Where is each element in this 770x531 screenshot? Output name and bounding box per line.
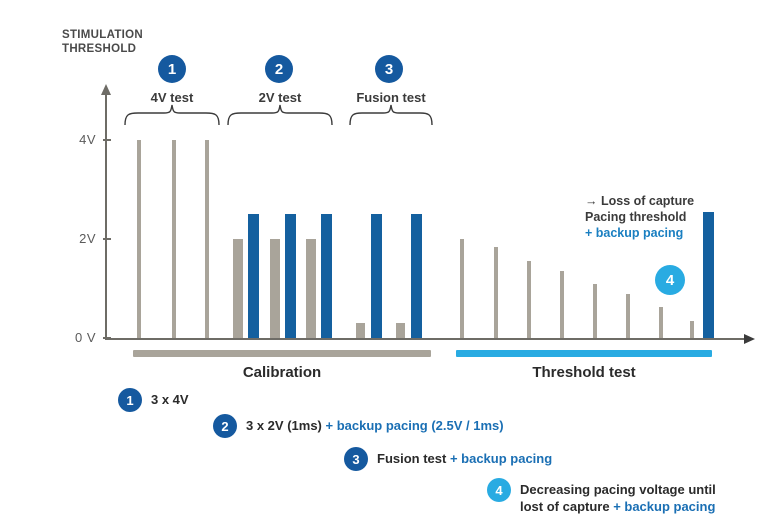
axis-title: STIMULATION THRESHOLD bbox=[62, 29, 144, 55]
legend-2-blue: + backup pacing (2.5V / 1ms) bbox=[325, 418, 504, 433]
y-axis-tick bbox=[103, 337, 111, 339]
brace-4v-test bbox=[124, 104, 220, 126]
badge-legend-4: 4 bbox=[487, 478, 511, 502]
chart-bar bbox=[593, 283, 597, 338]
y-axis-line bbox=[105, 95, 107, 340]
chart-bar bbox=[703, 211, 714, 338]
chart-bar bbox=[460, 239, 464, 338]
annotation-loss-of-capture: → Loss of capture Pacing threshold + bac… bbox=[585, 193, 694, 241]
chart-bar bbox=[306, 239, 316, 338]
brace-fusion-test bbox=[349, 104, 433, 126]
x-axis-arrow-icon bbox=[744, 333, 755, 344]
chart-bar bbox=[494, 246, 498, 338]
chart-bar bbox=[396, 323, 405, 338]
badge-section-2: 2 bbox=[265, 55, 293, 83]
legend-4-line-2-plain: lost of capture bbox=[520, 499, 614, 514]
chart-bar bbox=[285, 214, 296, 338]
chart-bar bbox=[321, 214, 332, 338]
section-label-4v-test: 4V test bbox=[150, 90, 194, 105]
legend-text-3: Fusion test + backup pacing bbox=[377, 447, 552, 467]
chart-bar bbox=[137, 140, 141, 338]
legend-1-plain: 3 x 4V bbox=[151, 392, 189, 407]
legend-4-line-1: Decreasing pacing voltage until bbox=[520, 482, 716, 497]
legend-3-blue: + backup pacing bbox=[449, 451, 553, 466]
group-bar-calibration bbox=[133, 350, 431, 357]
badge-section-1: 1 bbox=[158, 55, 186, 83]
y-axis-tick bbox=[103, 139, 111, 141]
badge-legend-3: 3 bbox=[344, 447, 368, 471]
group-label-calibration: Calibration bbox=[242, 364, 322, 381]
chart-bar bbox=[248, 214, 259, 338]
annotation-line-1: → Loss of capture bbox=[585, 194, 695, 208]
legend-item-4: 4 Decreasing pacing voltage until lost o… bbox=[487, 478, 716, 515]
badge-annotation-4: 4 bbox=[655, 265, 685, 295]
badge-legend-2: 2 bbox=[213, 414, 237, 438]
chart-bar bbox=[527, 260, 531, 338]
annotation-line-3: + backup pacing bbox=[585, 226, 684, 240]
y-axis-tick bbox=[103, 238, 111, 240]
section-label-2v-test: 2V test bbox=[258, 90, 302, 105]
legend-text-4: Decreasing pacing voltage until lost of … bbox=[520, 478, 716, 515]
chart-bar bbox=[626, 294, 630, 338]
legend-4-line-2-blue: + backup pacing bbox=[613, 499, 716, 514]
chart-bar bbox=[205, 140, 209, 338]
group-label-threshold-test: Threshold test bbox=[532, 364, 636, 381]
chart-bar bbox=[560, 271, 564, 338]
chart-bar bbox=[172, 140, 176, 338]
group-bar-threshold-test bbox=[456, 350, 712, 357]
y-axis-tick-label: 2V bbox=[79, 231, 96, 246]
chart-bar bbox=[690, 320, 694, 338]
legend-item-2: 2 3 x 2V (1ms) + backup pacing (2.5V / 1… bbox=[213, 414, 504, 438]
y-axis-tick-label: 4V bbox=[79, 132, 96, 147]
badge-section-3: 3 bbox=[375, 55, 403, 83]
legend-text-1: 3 x 4V bbox=[151, 388, 189, 408]
chart-bar bbox=[233, 239, 243, 338]
chart-bar bbox=[270, 239, 280, 338]
legend-2-plain: 3 x 2V (1ms) bbox=[246, 418, 326, 433]
legend-3-plain: Fusion test bbox=[377, 451, 450, 466]
legend-text-2: 3 x 2V (1ms) + backup pacing (2.5V / 1ms… bbox=[246, 414, 504, 434]
section-label-fusion-test: Fusion test bbox=[356, 90, 426, 105]
chart-bar bbox=[411, 214, 422, 338]
annotation-line-2: Pacing threshold bbox=[585, 210, 687, 224]
y-axis-arrow-icon bbox=[101, 84, 111, 95]
brace-2v-test bbox=[227, 104, 333, 126]
legend-item-1: 1 3 x 4V bbox=[118, 388, 189, 412]
chart-bar bbox=[659, 307, 663, 338]
legend-4-line-2: lost of capture + backup pacing bbox=[520, 498, 716, 515]
y-axis-tick-label: 0 V bbox=[74, 330, 96, 345]
legend-item-3: 3 Fusion test + backup pacing bbox=[344, 447, 552, 471]
x-axis-line bbox=[105, 338, 745, 340]
chart-bar bbox=[371, 214, 382, 338]
badge-legend-1: 1 bbox=[118, 388, 142, 412]
chart-bar bbox=[356, 323, 365, 338]
